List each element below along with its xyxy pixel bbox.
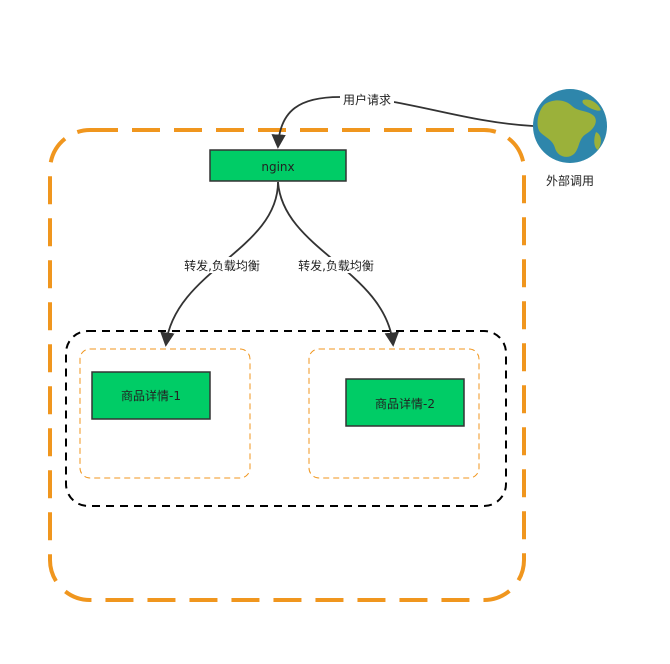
- nginx-label: nginx: [261, 160, 294, 174]
- forward-left-label-bg: [180, 257, 264, 273]
- outer-container: [48, 128, 526, 602]
- forward-left-label: 转发,负载均衡: [184, 258, 260, 273]
- user-request-label-bg: [340, 91, 394, 107]
- user-request-edge: [271, 96, 534, 149]
- globe-icon[interactable]: [533, 89, 607, 163]
- detail-1-container: [79, 348, 251, 479]
- detail-2-container: [308, 348, 480, 479]
- detail-1-node[interactable]: [91, 371, 211, 420]
- cluster-container: [65, 330, 507, 507]
- user-request-label: 用户请求: [343, 92, 391, 107]
- detail-2-label: 商品详情-2: [375, 396, 435, 411]
- forward-right-label-bg: [294, 257, 378, 273]
- detail-2-node[interactable]: [345, 378, 465, 427]
- forward-right-label: 转发,负载均衡: [298, 258, 374, 273]
- detail-1-label: 商品详情-1: [121, 388, 181, 403]
- nginx-node[interactable]: [209, 149, 347, 182]
- external-call-label: 外部调用: [546, 173, 594, 188]
